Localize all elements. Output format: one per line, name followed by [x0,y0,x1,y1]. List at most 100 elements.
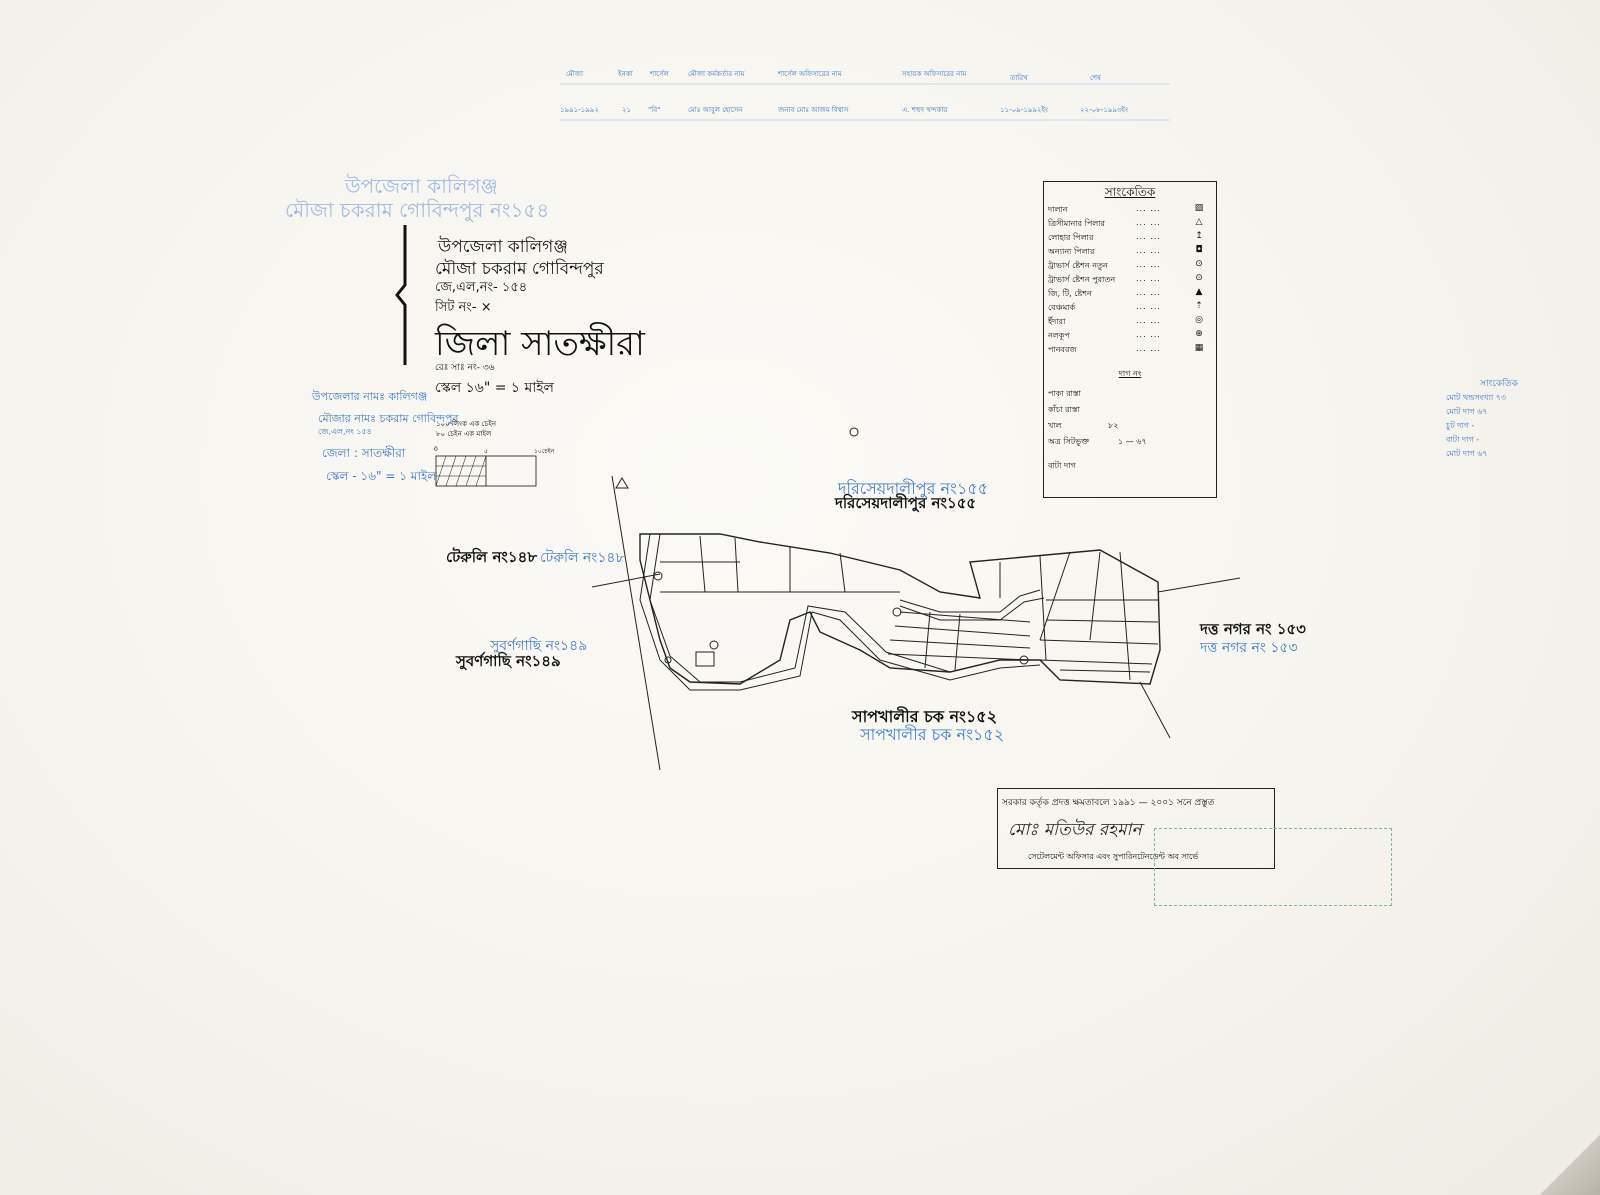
legend-symbol: ⇡ [1195,301,1203,311]
header-col-2: শার্সেল [650,70,669,78]
road-curve [899,589,1041,613]
parcel-line [1119,551,1131,681]
legend-row: জি, টি, ষ্টেশন... ...▲ [1048,287,1212,302]
title-district: জিলা সাতক্ষীরা [435,324,645,364]
legend-symbol: ⊙ [1195,273,1203,283]
road-label: কাঁচা রাস্তা [1048,405,1080,414]
legend-label: লোহার পিলার [1048,233,1094,242]
legend-symbol: ▲ [1195,287,1203,297]
legend-sub-title: দাগ নং [1118,369,1142,378]
legend-row: ইঁদারা... ...◎ [1048,315,1212,330]
header-col-4: শার্সেল অফিসারের নাম [778,70,842,78]
legend-label: পানবরজ [1048,345,1077,354]
neighbor-east-blue: দত্ত নগর নং ১৫৩ [1200,640,1298,656]
header-val-7: ২২-০৮-১৯৯৩ইং [1080,106,1129,114]
legend-label: অন্যান্য পিলার [1048,247,1095,256]
title-upazila: উপজেলা কালিগঞ্জ [438,237,568,257]
legend-row: ট্রাভার্স ষ্টেশন পুরাতন... ...⊙ [1048,273,1212,288]
traverse-station-icon [653,571,663,581]
parcel-line [734,537,739,593]
legend-box: সাংকেতিক দালান... ...▨ ত্রিসীমানার পিলার… [1043,181,1217,498]
title-thana-no: রেঃ সাঃ নং- ৩৬ [435,363,495,373]
traverse-station-icon [892,607,902,617]
right-notes-title: সাংকেতিক [1480,379,1518,389]
header-col-0: মৌজা [566,70,584,78]
parcel-line [899,611,1031,623]
title-mouza: মৌজা চকরাম গোবিন্দপুর [435,259,604,279]
header-val-2: "বি" [648,106,661,114]
legend-symbol: ⊕ [1195,329,1203,339]
legend-symbol: ◘ [1195,245,1203,255]
faint-heading: মৌজা চকরাম গোবিন্দপুর নং১৫৪ [285,198,550,222]
parcel-line [1089,551,1101,641]
parcel-line [924,611,931,669]
blue-jl-no: জে,এল,নং ১৫৪ [318,427,372,436]
header-val-1: ২১ [622,106,632,114]
header-col-7: শেষ [1090,74,1101,82]
legend-label: জি, টি, ষ্টেশন [1048,289,1092,298]
header-val-6: ১১-০৯-১৯৯২ইং [1000,106,1049,114]
traverse-station-icon [849,427,859,437]
boundary-line-east [1157,577,1241,593]
road-label: পাকা রাস্তা [1048,389,1082,398]
header-val-3: মোঃ আবুল হোসেন [688,106,743,114]
boundary-line-west [611,475,661,771]
canal-line-inner [649,533,1040,683]
legend-symbol: ▦ [1194,343,1204,353]
header-val-4: জনাব মোঃ আজম বিশ্বাস [778,106,849,114]
header-col-3: মৌজা কর্মকর্তার নাম [688,70,745,78]
neighbor-east: দত্ত নগর নং ১৫৩ [1200,620,1306,638]
header-col-5: সহায়ক অফিসারের নাম [902,70,967,78]
title-bracket [395,225,407,365]
blue-upazila: উপজেলার নামঃ কালিগঞ্জ [312,390,428,403]
parcel-line [1039,555,1047,661]
header-table-lines [560,83,1170,121]
parcel-line [889,639,1031,649]
traverse-station-icon [1019,655,1029,665]
header-val-0: ১৯৯১-১৯৯২ [560,106,599,114]
parcel-line [699,535,706,593]
parcel-line [839,552,846,593]
neighbor-south: সাপখালীর চক নং১৫২ [852,707,998,726]
road-label: অত্র সিটভুক্ত [1048,437,1090,446]
legend-row: ট্রাভার্স ষ্টেশন নতুন... ...⊙ [1048,259,1212,274]
faint-upazila: উপজেলা কালিগঞ্জ [345,174,498,198]
trijunction-pillar-icon [615,477,629,489]
scale-note-1: ১০০ লিংক এক চেইন [436,420,497,428]
legend-road-row: কাঁচা রাস্তা [1048,404,1080,417]
header-val-5: এ. শহুদ খন্দকার [902,106,948,114]
legend-label: বেঞ্চমার্ক [1048,303,1076,312]
right-note-line: মোট দাগ ৬৭ [1446,449,1488,458]
blue-mouza: মৌজার নামঃ চকরাম গোবিন্দপুর [318,412,459,425]
legend-row: দালান... ...▨ [1048,203,1212,218]
legend-label: দালান [1048,205,1068,214]
legend-label: ইঁদারা [1048,317,1066,326]
legend-label: ত্রিসীমানার পিলার [1048,219,1105,228]
legend-row: অন্যান্য পিলার... ...◘ [1048,245,1212,260]
traverse-station-icon [709,640,719,650]
canal-line [639,533,1041,691]
parcel-line [1039,639,1159,645]
neighbor-north-blue: দরিসেয়দালীপুর নং১৫৫ [838,479,989,498]
scale-bar-start: 0 [434,446,438,453]
legend-row: বেঞ্চমার্ক... ...⇡ [1048,301,1212,316]
parcel-line [1045,619,1159,623]
parcel-line [1039,551,1071,641]
right-note-line: বাটা দাগ - [1446,435,1480,444]
neighbor-southwest-blue: সুবর্ণগাছি নং১৪৯ [490,638,588,654]
scale-bar [435,455,537,487]
road-label: খাল [1048,421,1062,430]
header-col-1: ইনকা [618,70,633,78]
neighbor-north: দরিসেয়দালীপুর নং১৫৫ [835,494,977,512]
neighbor-south-blue: সাপখালীর চক নং১৫২ [860,725,1005,744]
legend-symbol: ▨ [1194,203,1204,213]
certificate-top: সরকার কর্তৃক প্রদত্ত ক্ষমতাবলে ১৯৯১ — ২০… [1002,798,1215,808]
parcel-line [1059,669,1151,673]
legend-label: ট্রাভার্স ষ্টেশন নতুন [1048,261,1108,270]
certificate-bottom: সেটেলমেন্ট অফিসার এবং সুপারিনটেনডেন্ট অব… [1028,852,1199,861]
scale-note-2: ৮০ চেইন এক মাইল [436,430,492,438]
neighbor-southwest: সুবর্ণগাছি নং১৪৯ [456,652,561,670]
